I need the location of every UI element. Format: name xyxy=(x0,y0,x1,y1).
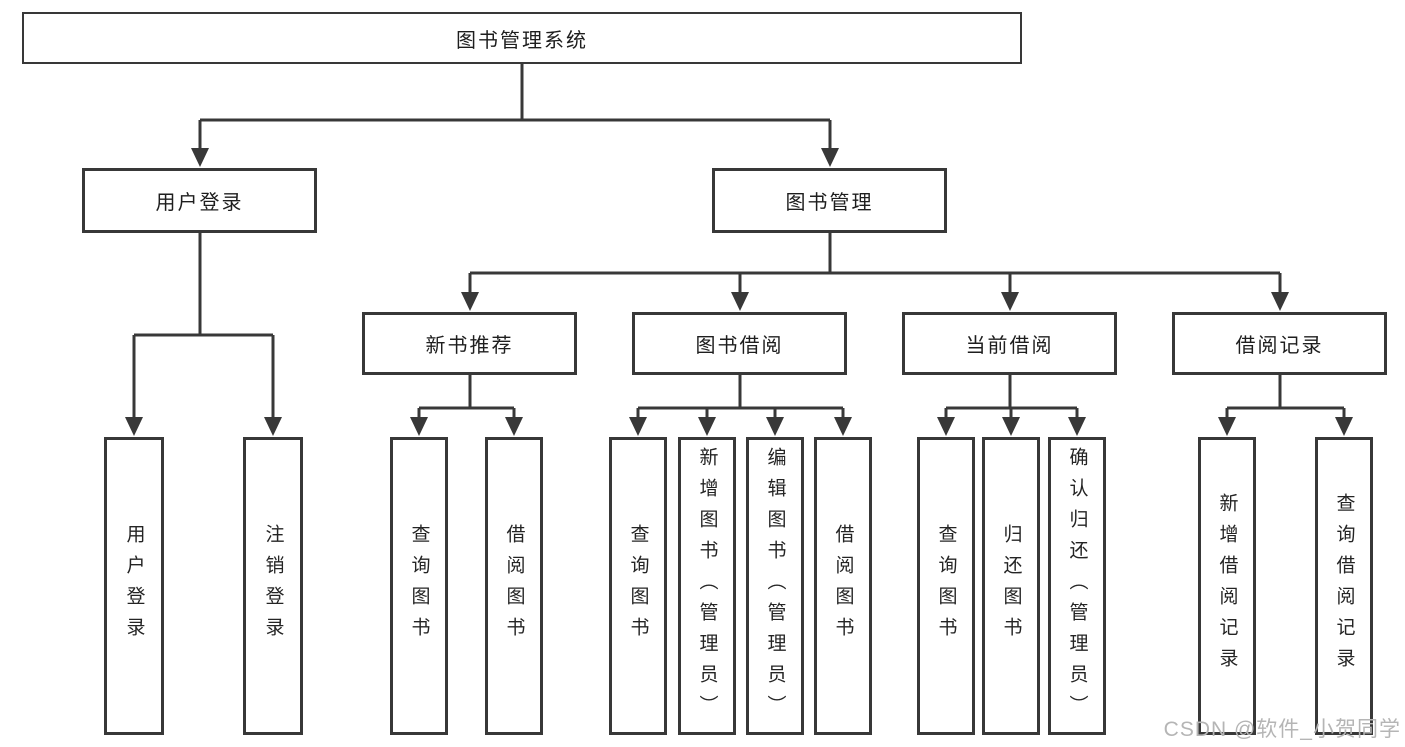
node-label: 当前借阅 xyxy=(965,335,1054,357)
node-label: 注销登录 xyxy=(262,524,284,648)
node-label: 确认归还（管理员） xyxy=(1066,446,1088,726)
node-label: 查询图书 xyxy=(408,524,430,648)
leaf-edit-books-admin: 编辑图书（管理员） xyxy=(746,437,804,735)
node-label: 新书推荐 xyxy=(425,335,514,357)
node-label: 查询借阅记录 xyxy=(1333,493,1355,679)
leaf-query-books-current: 查询图书 xyxy=(917,437,975,735)
node-label: 查询图书 xyxy=(627,524,649,648)
node-label: 借阅图书 xyxy=(503,524,525,648)
node-book-borrowing: 图书借阅 xyxy=(632,312,847,375)
node-book-management: 图书管理 xyxy=(712,168,947,233)
node-label: 借阅记录 xyxy=(1235,335,1324,357)
node-label: 新增图书（管理员） xyxy=(696,446,718,726)
leaf-borrow-books-recommend: 借阅图书 xyxy=(485,437,543,735)
node-current-borrowing: 当前借阅 xyxy=(902,312,1117,375)
leaf-add-borrow-record: 新增借阅记录 xyxy=(1198,437,1256,735)
node-user-login: 用户登录 xyxy=(82,168,317,233)
leaf-borrow-books-borrowing: 借阅图书 xyxy=(814,437,872,735)
leaf-query-borrow-record: 查询借阅记录 xyxy=(1315,437,1373,735)
node-label: 归还图书 xyxy=(1000,524,1022,648)
leaf-user-login: 用户登录 xyxy=(104,437,164,735)
watermark-text: CSDN @软件_小贺同学 xyxy=(1163,718,1401,741)
node-label: 新增借阅记录 xyxy=(1216,493,1238,679)
leaf-query-books-borrowing: 查询图书 xyxy=(609,437,667,735)
node-label: 用户登录 xyxy=(123,524,145,648)
connector-path xyxy=(132,64,1346,422)
node-label: 图书管理 xyxy=(785,192,874,214)
leaf-add-books-admin: 新增图书（管理员） xyxy=(678,437,736,735)
node-label: 图书管理系统 xyxy=(456,29,588,52)
node-new-book-recommendation: 新书推荐 xyxy=(362,312,577,375)
leaf-return-books: 归还图书 xyxy=(982,437,1040,735)
node-label: 编辑图书（管理员） xyxy=(764,446,786,726)
leaf-confirm-return-admin: 确认归还（管理员） xyxy=(1048,437,1106,735)
leaf-query-books-recommend: 查询图书 xyxy=(390,437,448,735)
node-borrowing-records: 借阅记录 xyxy=(1172,312,1387,375)
node-label: 借阅图书 xyxy=(832,524,854,648)
node-label: 查询图书 xyxy=(935,524,957,648)
leaf-logout: 注销登录 xyxy=(243,437,303,735)
node-label: 图书借阅 xyxy=(695,335,784,357)
arrowheads xyxy=(125,148,1353,436)
node-library-management-system: 图书管理系统 xyxy=(22,12,1022,64)
node-label: 用户登录 xyxy=(155,192,244,214)
